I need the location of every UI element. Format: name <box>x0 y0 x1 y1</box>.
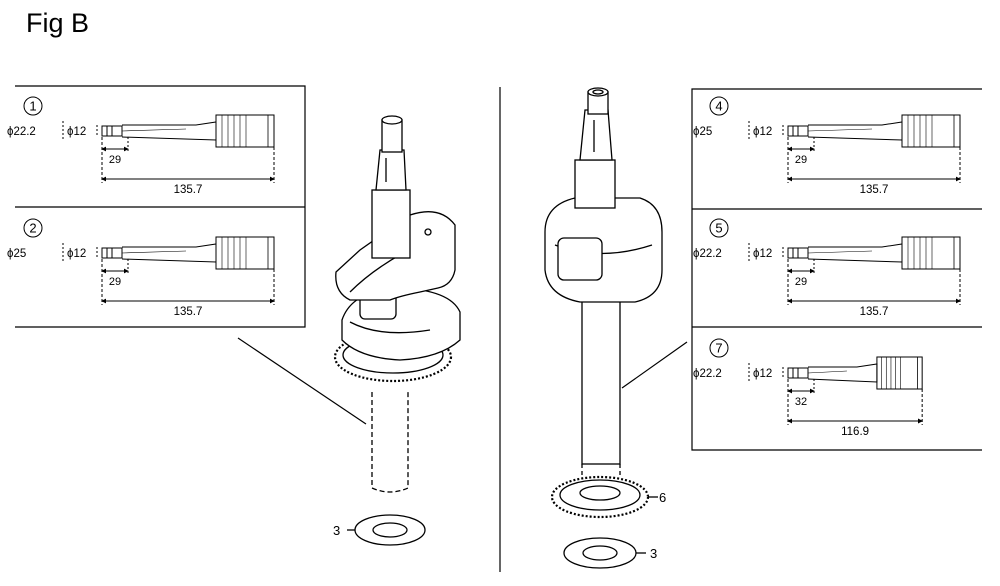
variant-number: 2 <box>29 221 36 236</box>
outer-diameter-label: ϕ25 <box>7 248 26 260</box>
variant-number-circle <box>23 218 43 238</box>
right-main-journal <box>574 159 616 209</box>
left-crankshaft <box>333 115 461 546</box>
panel-frames <box>15 85 982 572</box>
left-web-hole <box>424 228 432 236</box>
left-shaft-dashed <box>371 392 409 493</box>
inner-diameter-label: ϕ12 <box>67 248 86 260</box>
left-shaft-tip-end <box>381 115 403 125</box>
variant-5: 5 ϕ22.2 ϕ12 29 135.7 <box>693 218 961 318</box>
figure-title: Fig B <box>26 8 90 38</box>
right-taper <box>579 109 613 161</box>
outer-diameter-label: ϕ22.2 <box>693 368 722 380</box>
inner-diameter-label: ϕ12 <box>753 248 772 260</box>
right-crankshaft <box>544 87 663 569</box>
left-leader-line <box>237 337 367 425</box>
short-length-label: 29 <box>795 154 807 166</box>
variant-number-circle <box>709 218 729 238</box>
variant-number-circle <box>709 96 729 116</box>
short-length-label: 32 <box>795 396 807 408</box>
outer-diameter-label: ϕ22.2 <box>693 248 722 260</box>
left-taper <box>375 149 407 191</box>
variant-number: 5 <box>715 221 722 236</box>
left-shaft-tip <box>381 119 403 153</box>
total-length-label: 116.9 <box>841 426 869 438</box>
outer-diameter-label: ϕ25 <box>693 126 712 138</box>
total-length-label: 135.7 <box>860 306 889 318</box>
total-length-label: 135.7 <box>174 306 203 318</box>
inner-diameter-label: ϕ12 <box>753 368 772 380</box>
right-crank-pin <box>557 237 603 281</box>
callout-gear-right: 6 <box>659 490 666 505</box>
short-length-label: 29 <box>109 276 121 288</box>
variant-number: 4 <box>715 99 722 114</box>
variant-number-circle <box>709 338 729 358</box>
variant-number: 1 <box>29 99 36 114</box>
right-lower-shaft <box>581 299 621 465</box>
right-panel-frame <box>691 88 982 451</box>
left-main-journal <box>371 189 411 259</box>
right-leader-line <box>621 341 688 389</box>
inner-diameter-label: ϕ12 <box>67 126 86 138</box>
callout-washer-right: 3 <box>650 546 657 561</box>
short-length-label: 29 <box>109 154 121 166</box>
total-length-label: 135.7 <box>174 184 203 196</box>
total-length-label: 135.7 <box>860 184 889 196</box>
variant-1: 1 ϕ22.2 ϕ12 29 135.7 <box>7 96 275 196</box>
short-length-label: 29 <box>795 276 807 288</box>
callout-washer-left: 3 <box>333 523 340 538</box>
variant-number: 7 <box>715 341 722 356</box>
outer-diameter-label: ϕ22.2 <box>7 126 36 138</box>
variant-number-circle <box>23 96 43 116</box>
inner-diameter-label: ϕ12 <box>753 126 772 138</box>
variant-7: 7 ϕ22.2 ϕ12 32 116.9 <box>693 338 923 438</box>
